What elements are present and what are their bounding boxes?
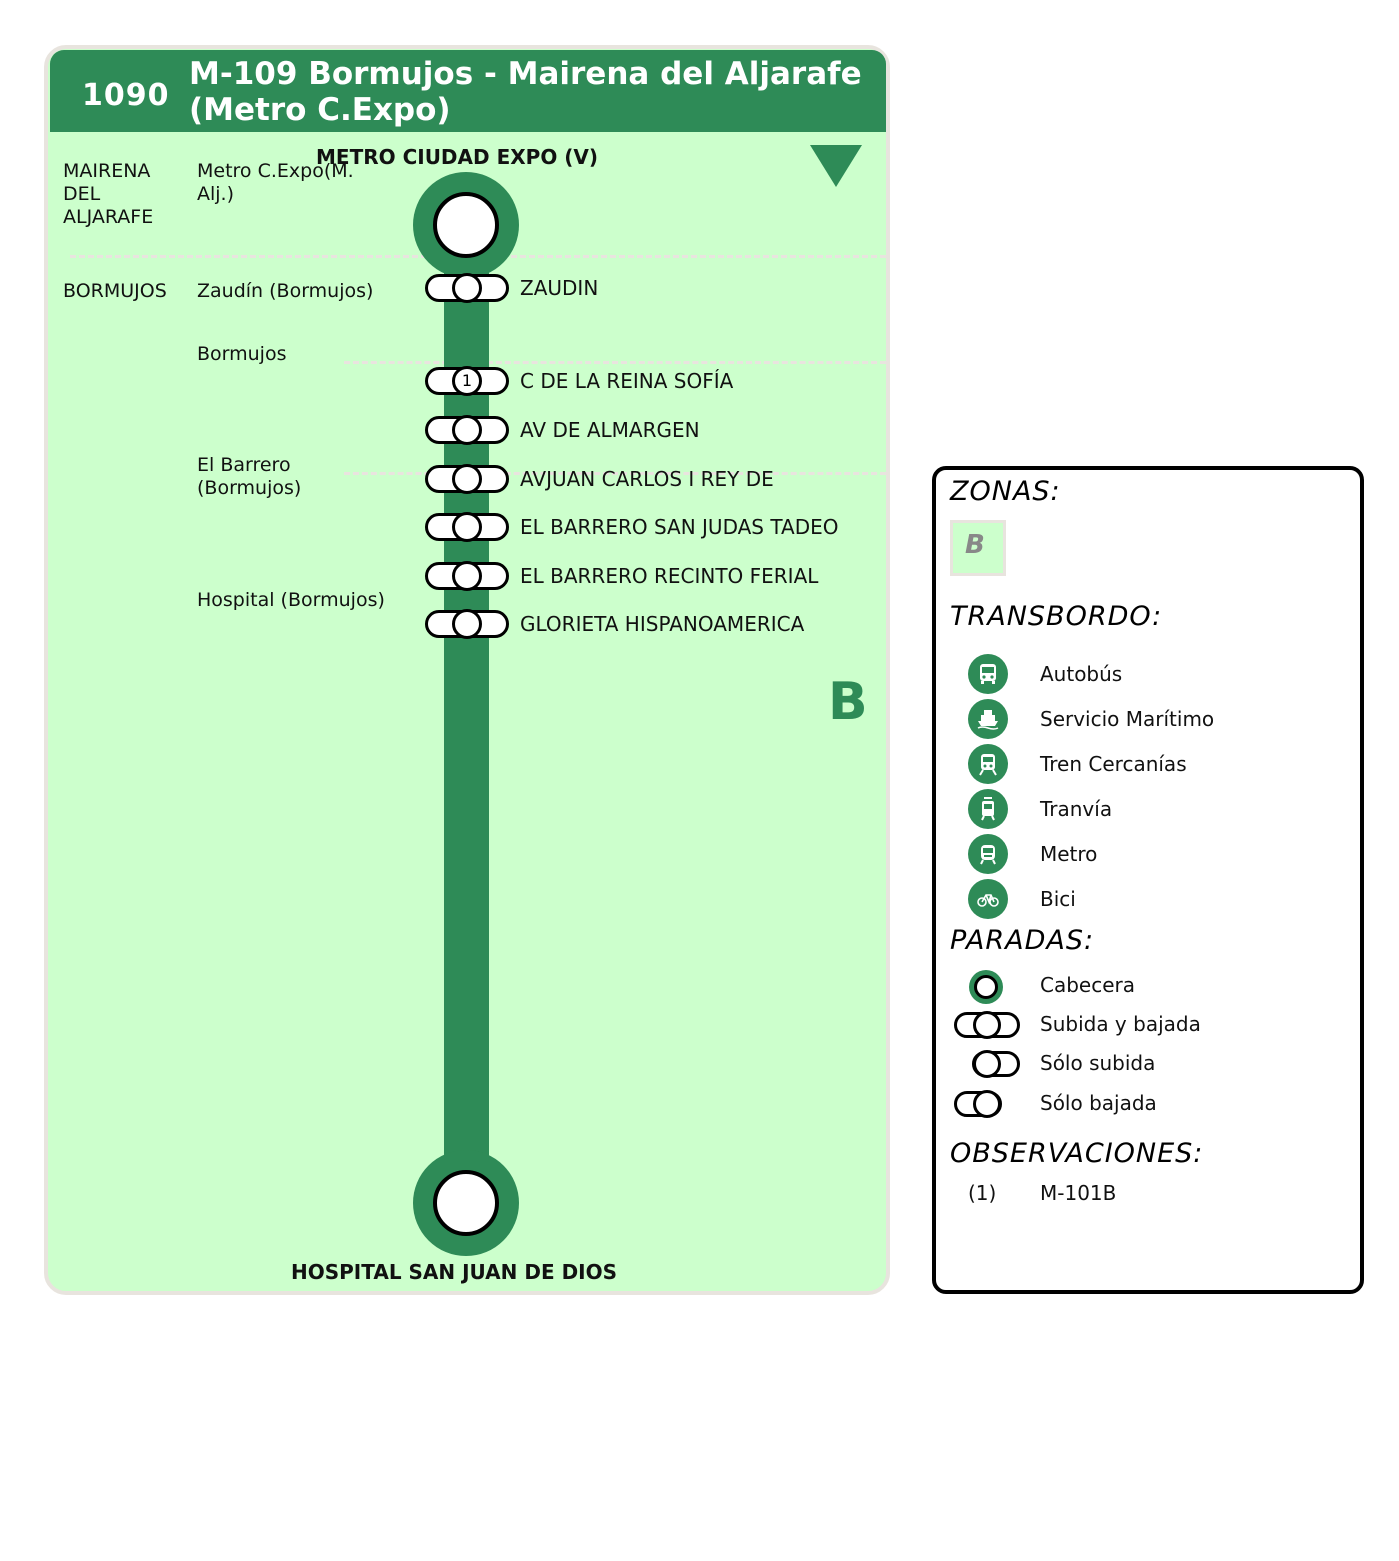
line-title: M-109 Bormujos - Mairena del Aljarafe (M… (189, 56, 862, 128)
legend-transfer-label: Metro (1040, 842, 1098, 866)
zone-label: Hospital (Bormujos) (197, 589, 385, 611)
metro-icon (968, 834, 1008, 874)
stop-label[interactable]: AVJUAN CARLOS I REY DE (520, 467, 774, 491)
municipality-label: BORMUJOS (63, 280, 167, 302)
destination-terminal-icon (413, 1150, 519, 1256)
stop-marker-icon (425, 609, 509, 639)
zone-separator (344, 361, 886, 364)
stop-note-ref: 1 (452, 366, 482, 396)
tram-icon (968, 789, 1008, 829)
municipality-label: MAIRENA DEL ALJARAFE (63, 160, 154, 228)
legend-transfer-label: Tren Cercanías (1040, 752, 1187, 776)
legend-stops-heading: PARADAS: (950, 925, 1095, 956)
zone-chip-letter: B (965, 530, 985, 560)
boarding-only-stop-icon (972, 1050, 1020, 1078)
legend-transfer-label: Tranvía (1040, 797, 1113, 821)
line-title-sub: (Metro C.Expo) (189, 92, 451, 128)
alighting-only-stop-icon (954, 1090, 1002, 1118)
train-icon (968, 744, 1008, 784)
route-header (50, 50, 886, 132)
zone-chip (950, 520, 1006, 576)
zone-label: Metro C.Expo(M. Alj.) (197, 160, 354, 205)
origin-terminal-icon (413, 172, 519, 278)
boarding-alighting-stop-icon (954, 1011, 1020, 1039)
stop-marker-icon (425, 273, 509, 303)
stop-label[interactable]: AV DE ALMARGEN (520, 418, 700, 442)
legend-transfer-label: Servicio Marítimo (1040, 707, 1215, 731)
terminal-stop-icon (969, 970, 1003, 1004)
line-title-main: M-109 Bormujos - Mairena del Aljarafe (189, 56, 862, 92)
origin-label: METRO CIUDAD EXPO (V) (316, 145, 599, 169)
legend-transfer-label: Autobús (1040, 662, 1123, 686)
destination-label: HOSPITAL SAN JUAN DE DIOS (291, 1260, 618, 1284)
zone-letter: B (828, 672, 868, 732)
stop-label[interactable]: GLORIETA HISPANOAMERICA (520, 612, 805, 636)
bus-icon (968, 654, 1008, 694)
legend-zones-heading: ZONAS: (950, 476, 1061, 507)
legend-transfer-label: Bici (1040, 887, 1076, 911)
direction-arrow-icon (810, 145, 862, 187)
stop-marker-icon: 1 (425, 366, 509, 396)
stop-label[interactable]: EL BARRERO RECINTO FERIAL (520, 564, 819, 588)
note-text: M-101B (1040, 1181, 1117, 1205)
zone-separator (344, 472, 886, 475)
note-reference: (1) (968, 1181, 997, 1205)
legend-stop-type-label: Sólo subida (1040, 1051, 1156, 1075)
zone-label: Bormujos (197, 343, 287, 365)
legend-stop-type-label: Cabecera (1040, 973, 1135, 997)
line-number: 1090 (82, 78, 170, 113)
stop-label[interactable]: ZAUDIN (520, 276, 599, 300)
legend-stop-type-label: Sólo bajada (1040, 1091, 1157, 1115)
stop-marker-icon (425, 415, 509, 445)
stop-marker-icon (425, 512, 509, 542)
stop-marker-icon (425, 464, 509, 494)
stop-marker-icon (425, 561, 509, 591)
zone-label: Zaudín (Bormujos) (197, 280, 374, 302)
legend-transfer-heading: TRANSBORDO: (950, 601, 1163, 632)
legend-panel (932, 466, 1364, 1294)
zone-label: El Barrero (Bormujos) (197, 454, 302, 499)
stop-label[interactable]: EL BARRERO SAN JUDAS TADEO (520, 515, 839, 539)
bicycle-icon (968, 879, 1008, 919)
legend-stop-type-label: Subida y bajada (1040, 1012, 1201, 1036)
legend-notes-heading: OBSERVACIONES: (950, 1138, 1204, 1169)
stop-label[interactable]: C DE LA REINA SOFÍA (520, 369, 734, 393)
ferry-icon (968, 699, 1008, 739)
